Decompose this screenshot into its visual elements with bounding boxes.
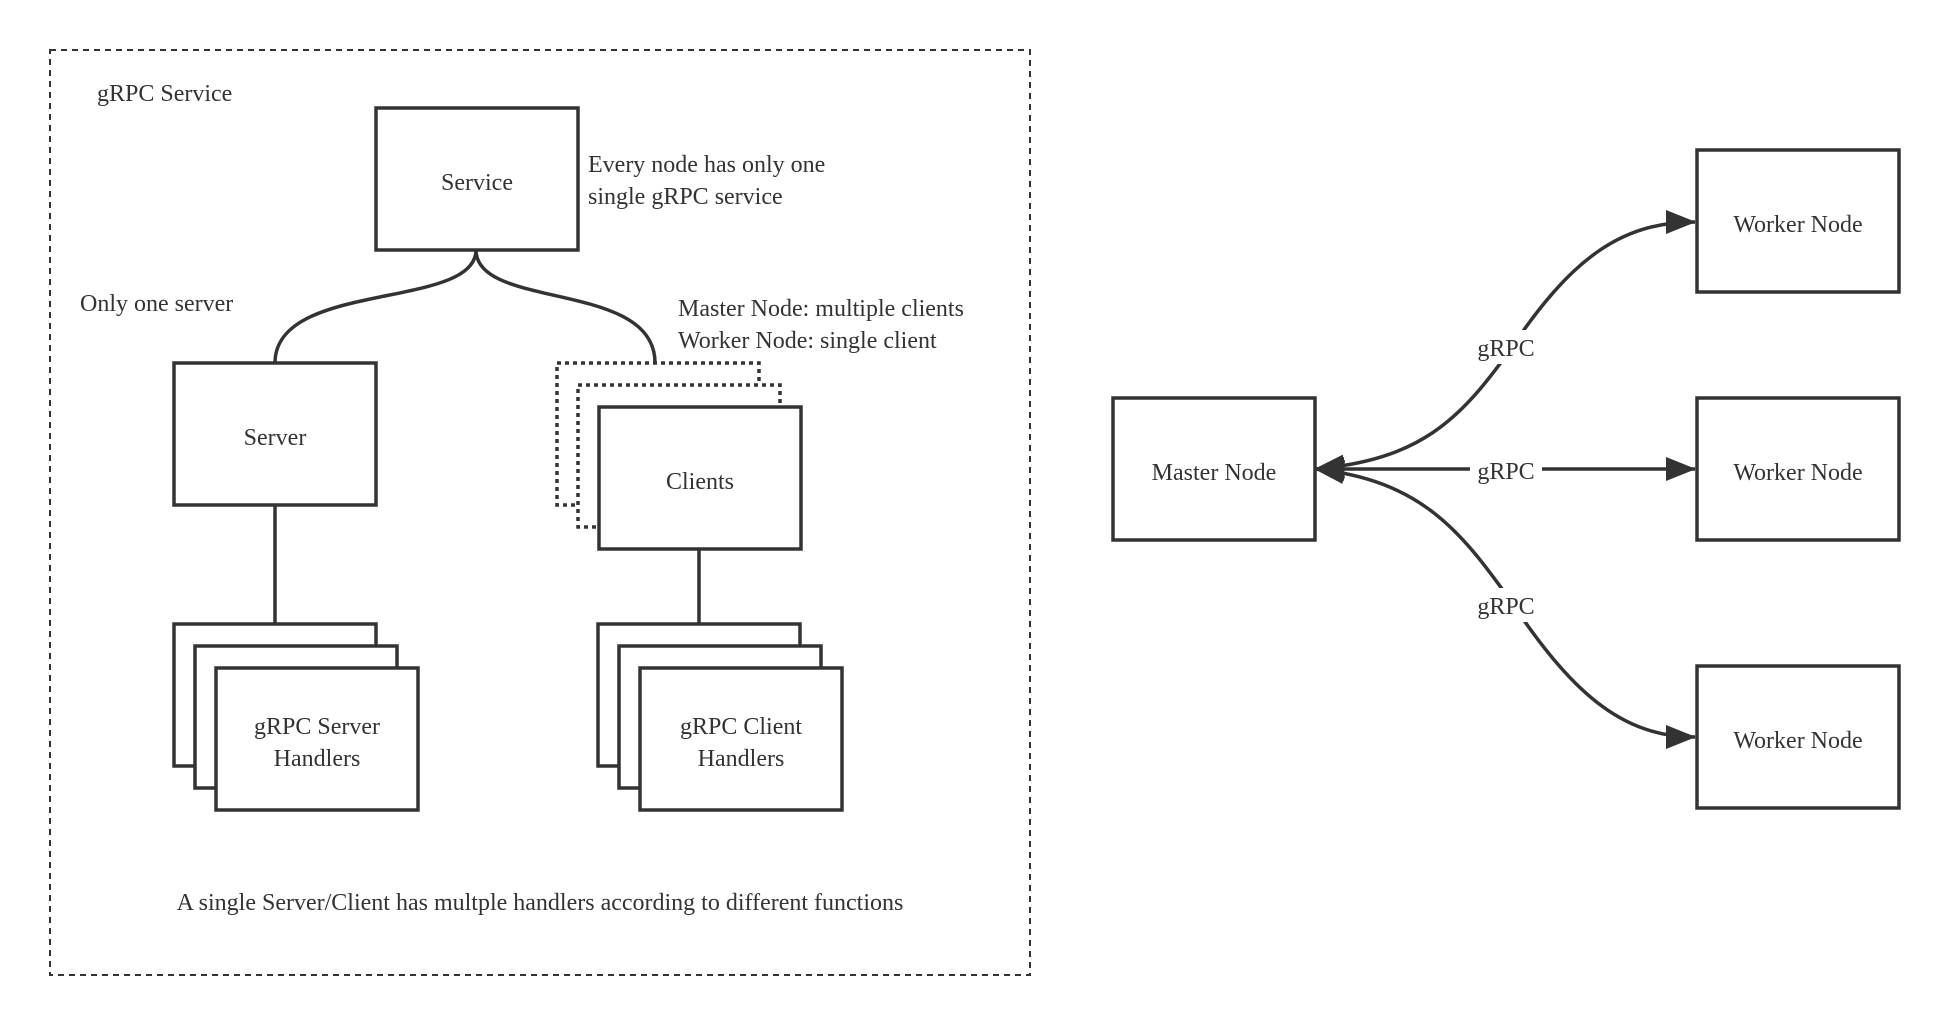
client-handlers-label-line-1: gRPC Client bbox=[680, 714, 802, 740]
worker-node-3-label: Worker Node bbox=[1733, 728, 1862, 754]
server-note: Only one server bbox=[80, 291, 233, 317]
server-box bbox=[172, 361, 378, 507]
clients-label: Clients bbox=[666, 469, 734, 495]
worker-node-2: Worker Node bbox=[1695, 396, 1901, 542]
master-node-box bbox=[1111, 396, 1317, 542]
edge-label-1: gRPC bbox=[1477, 336, 1534, 362]
service-note-line-2: single gRPC service bbox=[588, 184, 783, 210]
server-handlers-stack: gRPC Server Handlers bbox=[172, 622, 420, 812]
client-handlers-stack: gRPC Client Handlers bbox=[596, 622, 844, 812]
edge-label-2: gRPC bbox=[1477, 459, 1534, 485]
worker-node-1-label: Worker Node bbox=[1733, 212, 1862, 238]
grpc-service-boundary bbox=[49, 49, 1031, 976]
grpc-service-panel: gRPC Service Service Every node has only… bbox=[49, 49, 1031, 976]
service-box bbox=[374, 106, 580, 252]
worker-node-1-box bbox=[1695, 148, 1901, 294]
node-topology: gRPC gRPC gRPC Master Node Worker Node W… bbox=[1111, 148, 1901, 810]
panel-title: gRPC Service bbox=[97, 81, 232, 107]
service-note-line-1: Every node has only one bbox=[588, 152, 825, 178]
worker-node-3: Worker Node bbox=[1695, 664, 1901, 810]
service-label: Service bbox=[441, 170, 513, 196]
server-handler-box-front bbox=[214, 666, 420, 812]
panel-footer-note: A single Server/Client has multple handl… bbox=[177, 890, 904, 916]
edge-label-bg-2 bbox=[1470, 455, 1542, 485]
clients-note-line-1: Master Node: multiple clients bbox=[678, 296, 964, 322]
edge-label-3: gRPC bbox=[1477, 594, 1534, 620]
edge-label-bg-3 bbox=[1470, 588, 1542, 622]
master-node-label: Master Node bbox=[1152, 460, 1277, 486]
worker-node-2-label: Worker Node bbox=[1733, 460, 1862, 486]
server-node: Server bbox=[172, 361, 378, 507]
service-node: Service bbox=[374, 106, 580, 252]
server-handlers-label-line-2: Handlers bbox=[274, 746, 361, 772]
clients-stack: Clients bbox=[555, 361, 803, 551]
edge-label-bg-1 bbox=[1470, 330, 1542, 364]
client-handlers-label-line-2: Handlers bbox=[698, 746, 785, 772]
server-label: Server bbox=[244, 425, 307, 451]
worker-node-1: Worker Node bbox=[1695, 148, 1901, 294]
connector-service-clients bbox=[474, 249, 657, 364]
clients-box bbox=[597, 405, 803, 551]
worker-node-2-box bbox=[1695, 396, 1901, 542]
worker-node-3-box bbox=[1695, 664, 1901, 810]
server-handlers-label-line-1: gRPC Server bbox=[254, 714, 380, 740]
client-handler-box-front bbox=[638, 666, 844, 812]
connector-service-server bbox=[273, 249, 478, 364]
master-node: Master Node bbox=[1111, 396, 1317, 542]
clients-note-line-2: Worker Node: single client bbox=[678, 328, 937, 354]
